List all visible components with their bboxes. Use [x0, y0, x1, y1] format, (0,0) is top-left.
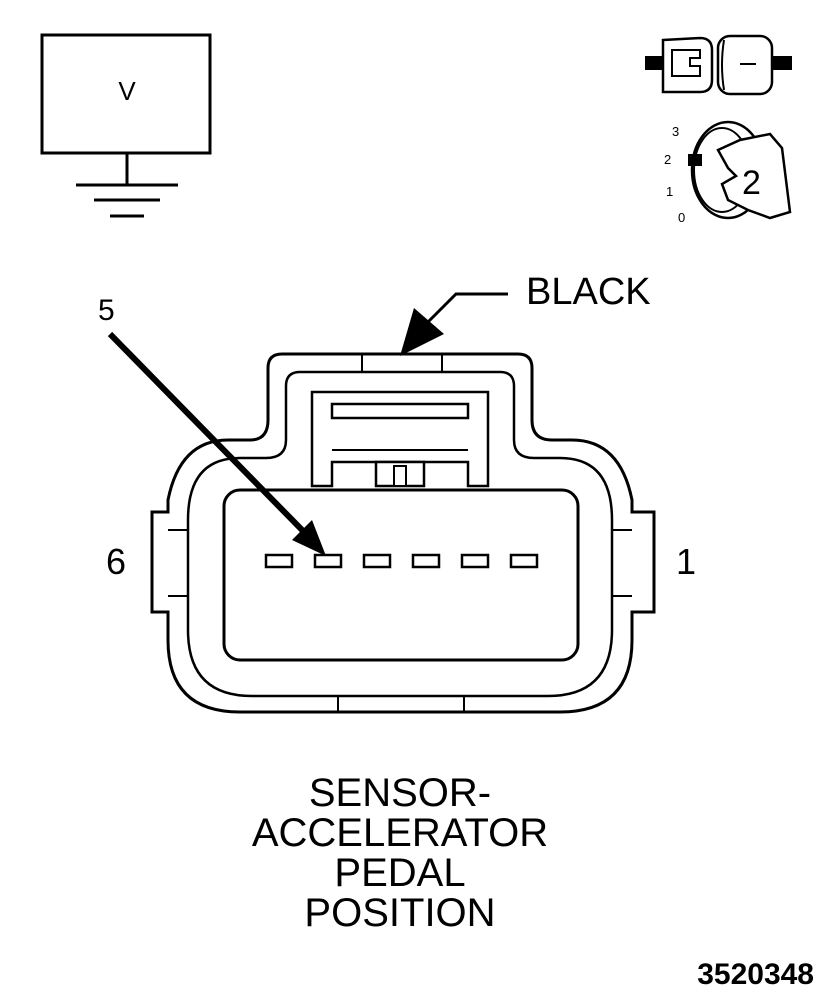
pin-cavity [264, 553, 294, 569]
pin-cavity [460, 553, 490, 569]
pin-cavity [313, 553, 343, 569]
voltmeter-label: V [118, 76, 136, 106]
caption-line-2: ACCELERATOR [252, 811, 548, 855]
pin-callout-label: 5 [98, 294, 115, 327]
ignition-key-icon: 3 2 1 0 2 [664, 120, 792, 225]
color-leader-arrow [400, 292, 508, 356]
key-position-1: 1 [666, 184, 673, 199]
figure-id: 3520348 [697, 958, 814, 991]
key-position-2: 2 [664, 152, 671, 167]
pin-callout-arrow [107, 331, 326, 556]
voltmeter-symbol: V [40, 33, 212, 218]
pin-cavity [362, 553, 392, 569]
key-position-0: 0 [678, 210, 685, 225]
caption-line-3: PEDAL [334, 851, 465, 895]
ground-icon [76, 183, 178, 218]
caption-line-4: POSITION [304, 891, 495, 935]
pin-row [264, 553, 539, 569]
key-position-3: 3 [672, 124, 679, 139]
pin-cavity [411, 553, 441, 569]
pin-6-label: 6 [106, 541, 126, 582]
component-caption: SENSOR- ACCELERATOR PEDAL POSITION [252, 771, 548, 935]
connector-face [150, 352, 656, 714]
connector-disconnected-icon [645, 34, 792, 96]
connector-color-label: BLACK [526, 271, 651, 313]
key-number: 2 [742, 164, 761, 202]
caption-line-1: SENSOR- [309, 771, 491, 815]
pin-1-label: 1 [676, 541, 696, 582]
pin-cavity [509, 553, 539, 569]
